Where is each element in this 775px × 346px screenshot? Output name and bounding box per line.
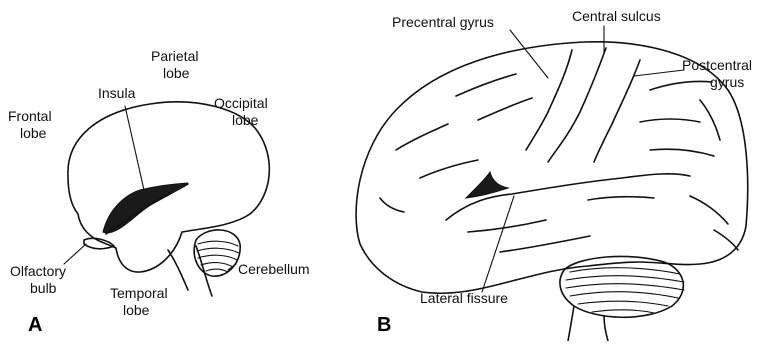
panel-b-leader-precentral <box>510 30 548 78</box>
panel-b-lateral-fissure-mark <box>466 172 508 198</box>
label-parietal-lobe-2: lobe <box>163 66 189 81</box>
panel-a-leader-olfactory <box>64 244 86 264</box>
panel-a-cerebellum <box>194 230 240 276</box>
panel-b-leader-lateral <box>482 196 514 292</box>
label-frontal-lobe-2: lobe <box>20 126 46 141</box>
label-cerebellum: Cerebellum <box>238 262 310 277</box>
label-olfactory-bulb-1: Olfactory <box>10 264 66 279</box>
label-central-sulcus: Central sulcus <box>572 9 661 24</box>
panel-b-cerebellum <box>560 256 684 317</box>
panel-b-central-sulcus <box>548 48 606 162</box>
panel-b-drawing <box>356 26 748 341</box>
label-frontal-lobe-1: Frontal <box>8 109 52 124</box>
label-lateral-fissure: Lateral fissure <box>420 291 508 306</box>
label-occipital-lobe-2: lobe <box>232 113 258 128</box>
label-parietal-lobe-1: Parietal <box>151 49 198 64</box>
label-temporal-lobe-2: lobe <box>123 303 149 318</box>
label-occipital-lobe-1: Occipital <box>214 96 268 111</box>
panel-b-leader-postcentral <box>634 70 684 76</box>
label-temporal-lobe-1: Temporal <box>110 286 168 301</box>
label-precentral-gyrus: Precentral gyrus <box>392 15 494 30</box>
label-postcentral-gyrus-2: gyrus <box>710 75 744 90</box>
panel-b-precentral-sulcus <box>526 50 572 150</box>
panel-b-sulci <box>380 74 738 252</box>
panel-b-postcentral-sulcus <box>594 60 640 162</box>
label-postcentral-gyrus-1: Postcentral <box>682 58 752 73</box>
label-insula: Insula <box>98 86 135 101</box>
panel-a-olfactory-bulb <box>84 238 114 248</box>
label-olfactory-bulb-2: bulb <box>30 281 56 296</box>
panel-b-letter: B <box>377 314 391 337</box>
panel-a-leader-insula <box>125 106 144 190</box>
panel-b-brain-outline <box>356 42 748 293</box>
panel-a-brainstem <box>168 246 212 296</box>
panel-a-letter: A <box>28 314 42 337</box>
